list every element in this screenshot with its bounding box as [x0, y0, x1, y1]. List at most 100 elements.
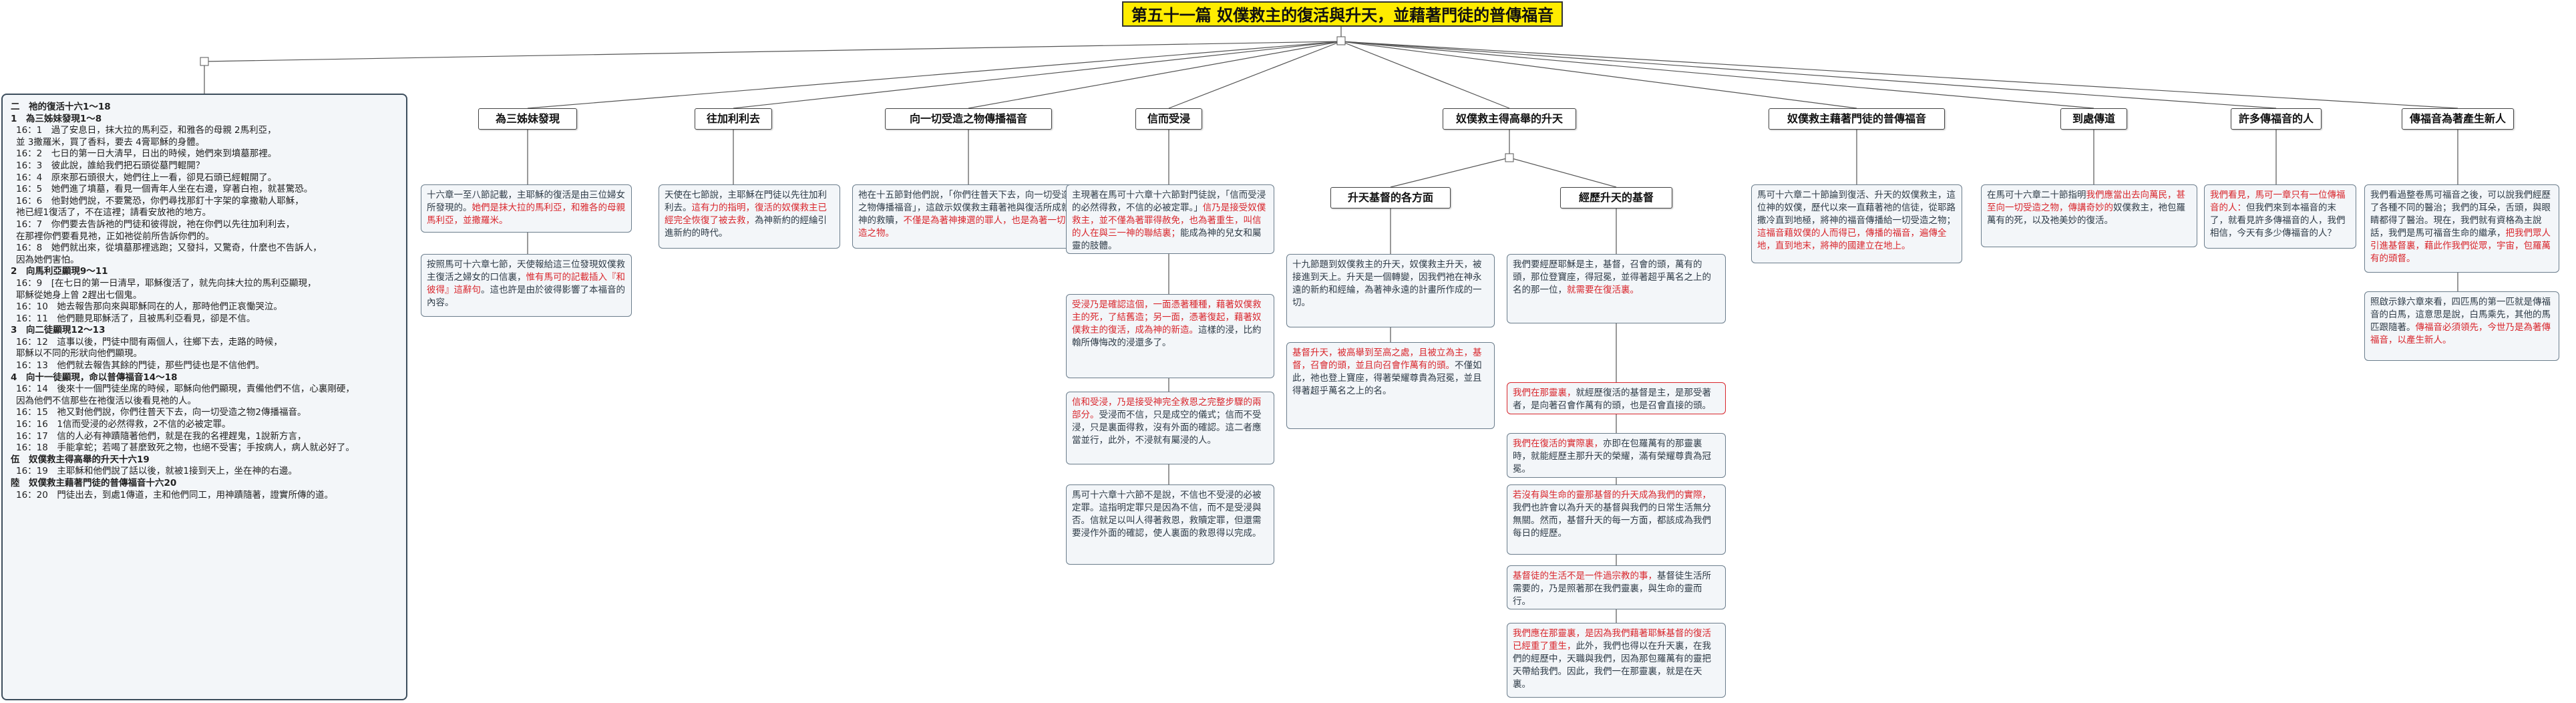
note-text: 主現著在馬可十六章十六節對門徒說，「信而受浸的必然得救，不信的必被定罪。」: [1072, 190, 1266, 213]
topic-preach-everywhere[interactable]: 到處傳道: [2060, 108, 2127, 130]
note-highlight: 把我們眾人引進基督裏，藉此作我們從眾，宇宙，包羅萬有的頭督。: [2370, 228, 2551, 264]
topic-ascension[interactable]: 奴僕救主得高舉的升天: [1443, 108, 1576, 130]
note-believe[interactable]: 主現著在馬可十六章十六節對門徒說，「信而受浸的必然得救，不信的必被定罪。」信乃是…: [1066, 184, 1274, 254]
topic-three-sisters[interactable]: 為三姊妹發現: [478, 108, 577, 130]
outline-heading: 4 向十一徒顯現，命以普傳福音14～18: [11, 372, 178, 383]
note-text: 我們看過整卷馬可福音之後，可以說我們經歷了各種不同的醫治；我們的耳朵，舌頭，與眼…: [2370, 190, 2551, 239]
outline-verse: 16：9 [在七日的第一日清早，耶穌復活了，就先向抹大拉的馬利亞顯現，: [16, 277, 317, 289]
outline-verse: 16：16 1信而受浸的必然得救，2不信的必被定罪。: [16, 419, 231, 430]
note-text: 天使在七節說，主耶穌在門徒以先往加利利去。: [665, 190, 827, 213]
topic-gospel-through-disciples[interactable]: 奴僕救主藉著門徒的普傳福音: [1769, 108, 1945, 130]
note-text: 馬可十六章十六節不是說，不信也不受浸的必被定罪。這指明定罪只是因為不信，而不是受…: [1072, 490, 1262, 539]
topic-to-galilee[interactable]: 往加利利去: [695, 108, 772, 130]
note-highlight: 受浸乃是確認這個，一面憑著種種，藉著奴僕救主的死，了結舊造；另一面，憑著復起，藉…: [1072, 299, 1262, 335]
outline-verse: 16：2 七日的第一日大清早，日出的時候，她們來到墳墓那裡。: [16, 148, 277, 160]
note-highlight: 我們在那靈裏，: [1513, 388, 1576, 398]
note-highlight: 我們應當出去向萬民，甚至向一切受造之物，傳講奇妙的: [1987, 190, 2185, 213]
outline-verse: 16：14 後來十一個門徒坐席的時候，耶穌向他們顯現，責備他們不信，心裏剛硬，: [16, 384, 355, 395]
note-text: 我們也許會以為升天的基督與我們的日常生活無分無關。然而，基督升天的每一方面，都該…: [1513, 503, 1711, 539]
outline-verse: 16：6 他對她們說，不要驚恐，你們尋找那釘十字架的拿撒勒人耶穌，: [16, 195, 304, 206]
note-text: 十九節題到奴僕救主的升天，奴僕救主升天，被接進到天上。升天是一個轉變，因我們祂在…: [1292, 259, 1482, 308]
note-condemned[interactable]: 馬可十六章十六節不是說，不信也不受浸的必被定罪。這指明定罪只是因為不信，而不是受…: [1066, 484, 1274, 565]
note-highlight: 信和受浸，乃是接受神完全救恩之完整步驟的兩部分。: [1072, 397, 1262, 420]
note-highlight: 若沒有與生命的靈那基督的升天成為我們的實際，: [1513, 490, 1711, 501]
note-text: 十六章一至八節記載，主耶穌的復活是由三位婦女所發現的。: [427, 190, 625, 213]
outline-verse: 16：11 他們聽見耶穌活了，且被馬利亞看見，卻是不信。: [16, 313, 256, 324]
topic-preach-to-all-creation[interactable]: 向一切受造之物傳播福音: [885, 108, 1052, 130]
note-text: 照啟示錄六章來看，四匹馬的第一匹就是傳福音的白馬，這意思是說，白馬乘先，其他的馬…: [2370, 297, 2551, 333]
topic-ascended-christ-aspects[interactable]: 升天基督的各方面: [1330, 187, 1451, 208]
outline-verse: 16：1 過了安息日，抹大拉的馬利亞，和雅各的母親 2馬利亞，: [16, 125, 277, 136]
outline-verse: 16：15 祂又對他們說，你們往普天下去，向一切受造之物2傳播福音。: [16, 407, 307, 418]
note-text: 亦即在包羅萬有的那靈裏時，就能經歷主那升天的榮耀，滿有榮耀尊貴為冠冕。: [1513, 438, 1711, 474]
topic-gospel-new-man[interactable]: 傳福音為著產生新人: [2402, 108, 2514, 130]
note-christian-life[interactable]: 基督徒的生活不是一件過宗教的事，基督徒生活所需要的，乃是照著那在我們靈裏，與生命…: [1507, 565, 1726, 609]
note-white-horse[interactable]: 照啟示錄六章來看，四匹馬的第一匹就是傳福音的白馬，這意思是說，白馬乘先，其他的馬…: [2364, 291, 2559, 361]
note-text: 馬可十六章二十節論到復活、升天的奴僕救主，這位神的奴僕，歷代以來一直藉著祂的信徒…: [1757, 190, 1956, 226]
note-ascension-lord[interactable]: 基督升天，被高舉到至高之處，且被立為主，基督，召會的頭，並且向召會作萬有的頭。不…: [1286, 342, 1495, 429]
note-highlight: 我們在復活的實際裏，: [1513, 438, 1603, 449]
note-text: 此外，我們也得以在升天裏，在我們的經歷中，天職與我們，因為那包羅萬有的靈把天帶給…: [1513, 641, 1711, 690]
note-experience-resurrection[interactable]: 我們要經歷耶穌是主，基督，召會的頭，萬有的頭，那位登寶座，得冠冕，並得著超乎萬名…: [1507, 254, 1726, 323]
outline-heading: 1 為三姊妹發現1～8: [11, 113, 102, 124]
central-topic[interactable]: 第五十一篇 奴僕救主的復活與升天，並藉著門徒的普傳福音: [1122, 1, 1563, 27]
note-highlight: 我們看見，馬可一章只有一位傳福音的人：: [2210, 190, 2346, 213]
note-ascension-transfer[interactable]: 十九節題到奴僕救主的升天，奴僕救主升天，被接進到天上。升天是一個轉變，因我們祂在…: [1286, 254, 1495, 327]
note-and-peter[interactable]: 按照馬可十六章七節，天使報給這三位發現奴僕救主復活之婦女的口信裏，惟有馬可的記載…: [421, 254, 632, 317]
outline-heading: 陸 奴僕救主藉著門徒的普傳福音十六20: [11, 478, 177, 488]
note-all-creation[interactable]: 祂在十五節對他們說，「你們往普天下去，向一切受造之物傳播福音」，這啟示奴僕救主藉…: [852, 184, 1082, 249]
note-highlight: 這有力的指明，復活的奴僕救主已經完全恢復了被去救，: [665, 202, 827, 226]
outline-verse: 16：20 門徒出去，到處1傳道，主和他們同工，用神蹟隨著，證實所傳的道。: [16, 489, 333, 501]
note-text: 祂在十五節對他們說，「你們往普天下去，向一切受造之物傳播福音」，這啟示奴僕救主藉…: [858, 190, 1071, 226]
note-text: 但我們來到本福音的末了，就看見許多傳福音的人，我們相信，今天有多少傳福音的人？: [2210, 202, 2346, 239]
outline-verse: 在那裡你們要看見祂，正如祂從前所告訴你們的。: [16, 231, 214, 242]
note-believe-and-baptism[interactable]: 信和受浸，乃是接受神完全救恩之完整步驟的兩部分。受浸而不信，只是成空的儀式；信而…: [1066, 392, 1274, 464]
outline-verse: 並 3撒羅米，買了香料，要去 4膏耶穌的身體。: [16, 136, 205, 148]
topic-many-preachers[interactable]: 許多傳福音的人: [2231, 108, 2322, 130]
outline-verse: 16：19 主耶穌和他們說了話以後，就被1接到天上，坐在神的右邊。: [16, 466, 297, 477]
outline-heading: 2 向馬利亞顯現9～11: [11, 266, 108, 277]
note-baptism[interactable]: 受浸乃是確認這個，一面憑著種種，藉著奴僕救主的死，了結舊造；另一面，憑著復起，藉…: [1066, 294, 1274, 378]
outline-verse: 16：17 信的人必有神蹟隨著他們，就是在我的名裡趕鬼，1說新方言，: [16, 430, 307, 442]
note-galilee[interactable]: 天使在七節說，主耶穌在門徒以先往加利利去。這有力的指明，復活的奴僕救主已經完全恢…: [659, 184, 840, 249]
note-text: 我們要經歷耶穌是主，基督，召會的頭，萬有的頭，那位登寶座，得冠冕，並得著超乎萬名…: [1513, 259, 1711, 295]
outline-verse: 耶穌以不同的形狀向他們顯現。: [16, 348, 142, 360]
note-healed-speak[interactable]: 我們看過整卷馬可福音之後，可以說我們經歷了各種不同的醫治；我們的耳朵，舌頭，與眼…: [2364, 184, 2559, 273]
note-gospel-spread[interactable]: 馬可十六章二十節論到復活、升天的奴僕救主，這位神的奴僕，歷代以來一直藉著祂的信徒…: [1751, 184, 1962, 263]
note-text: 受浸而不信，只是成空的儀式；信而不受浸，只是裏面得救，沒有外面的確認。這二者應當…: [1072, 410, 1262, 446]
note-highlight: 不僅是為著神揀選的罪人，也是為著一切受造之物。: [858, 215, 1075, 239]
note-highlight: 這福音藉奴僕的人而得已，傳播的福音，遍傳全地，直到地末，將神的國建立在地上。: [1757, 228, 1947, 251]
note-text: 就經歷復活的基督是主，是那受著者，是向著召會作萬有的頭，也是召會直接的頭。: [1513, 388, 1711, 411]
note-highlight: 傳福音必須領先，今世乃是為著傳福音，以產生新人。: [2370, 322, 2551, 345]
outline-verse: 16：18 手能拿蛇；若喝了甚麼致死之物，也絕不受害；手按病人，病人就必好了。: [16, 442, 355, 454]
outline-verse: 因為他們不信那些在祂復活以後看見祂的人。: [16, 395, 196, 406]
note-text: 基督徒生活所需要的，乃是照著那在我們靈裏，與生命的靈而行。: [1513, 571, 1711, 607]
outline-verse: 16：4 原來那石頭很大，她們往上一看，卻見石頭已經輥開了。: [16, 172, 277, 183]
outline-heading: 伍 奴僕救主得高舉的升天十六19: [11, 454, 150, 465]
note-text: 為神新約的經綸引進新約的時代。: [665, 215, 827, 239]
note-in-spirit[interactable]: 我們在那靈裏，就經歷復活的基督是主，是那受著者，是向著召會作萬有的頭，也是召會直…: [1507, 382, 1726, 414]
note-in-heaven[interactable]: 我們應在那靈裏，是因為我們藉著耶穌基督的復活已經重了重生，此外，我們也得以在升天…: [1507, 623, 1726, 698]
note-highlight: 惟有馬可的記載插入『和彼得』這辭句: [427, 272, 625, 295]
note-text: 能成為神的兒女和屬靈的肢體。: [1072, 228, 1262, 251]
outline-verse: 16：5 她們進了墳墓，看見一個青年人坐在右邊，穿著白袍，就甚驚恐。: [16, 184, 313, 195]
note-many-preachers[interactable]: 我們看見，馬可一章只有一位傳福音的人：但我們來到本福音的末了，就看見許多傳福音的…: [2204, 184, 2356, 249]
note-highlight: 基督徒的生活不是一件過宗教的事，: [1513, 571, 1657, 581]
outline-verse: 16：8 她們就出來，從墳墓那裡逃跑；又發抖，又驚奇，什麼也不告訴人，: [16, 243, 322, 254]
outline-verse: 16：10 她去報告那向來與耶穌同在的人，那時他們正哀慟哭泣。: [16, 301, 283, 313]
note-text: 奴僕救主，祂包羅萬有的死，以及祂美妙的復活。: [1987, 202, 2185, 226]
outline-verse: 16：7 你們要去告訴祂的門徒和彼得說，祂在你們以先往加利利去，: [16, 219, 295, 230]
note-highlight: 信乃是接受奴僕救主，並不僅為著罪得赦免，也為著重生，叫信的人在與三一神的聯結裏；: [1072, 202, 1266, 239]
note-text: 這樣的浸，比約翰所傳悔改的浸還多了。: [1072, 325, 1262, 348]
topic-experience-ascended-christ[interactable]: 經歷升天的基督: [1560, 187, 1672, 208]
note-resurrection-reality[interactable]: 我們在復活的實際裏，亦即在包羅萬有的那靈裏時，就能經歷主那升天的榮耀，滿有榮耀尊…: [1507, 433, 1726, 478]
note-three-sisters[interactable]: 十六章一至八節記載，主耶穌的復活是由三位婦女所發現的。她們是抹大拉的馬利亞，和雅…: [421, 184, 632, 233]
topic-believe-and-baptized[interactable]: 信而受浸: [1135, 108, 1202, 130]
outline-verse: 因為她們害怕。: [16, 254, 79, 265]
outline-heading: 3 向二徒顯現12～13: [11, 325, 106, 336]
note-text: 在馬可十六章二十節指明: [1987, 190, 2086, 200]
outline-verse: 16：3 彼此說，誰給我們把石頭從墓門輥開？: [16, 160, 205, 171]
note-highlight: 我們應在那靈裏，是因為我們藉著耶穌基督的復活已經重了重生，: [1513, 628, 1711, 652]
note-daily-experience[interactable]: 若沒有與生命的靈那基督的升天成為我們的實際， 我們也許會以為升天的基督與我們的日常…: [1507, 484, 1726, 555]
note-go-to-nations[interactable]: 在馬可十六章二十節指明我們應當出去向萬民，甚至向一切受造之物，傳講奇妙的奴僕救主…: [1981, 184, 2197, 247]
